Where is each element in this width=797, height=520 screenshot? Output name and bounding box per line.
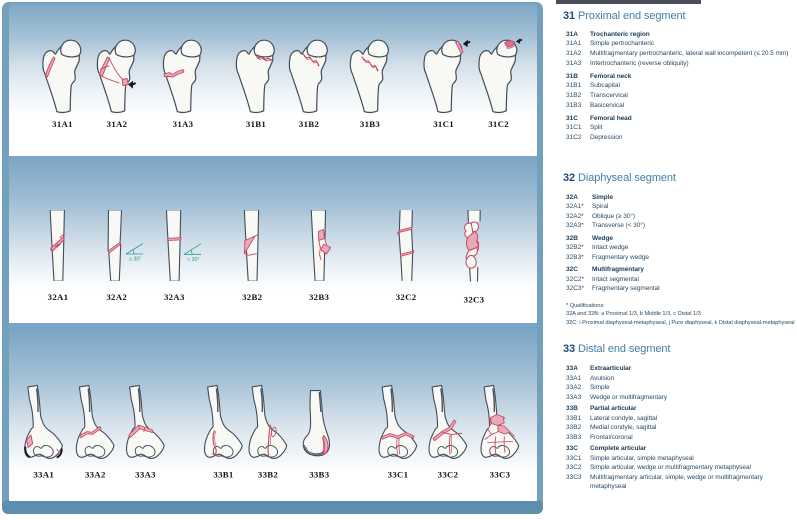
svg-text:31C1: 31C1: [433, 119, 454, 129]
svg-text:33A1: 33A1: [33, 470, 54, 480]
svg-text:32A2: 32A2: [106, 292, 127, 302]
svg-text:≥ 30°: ≥ 30°: [129, 257, 141, 263]
svg-text:32B3: 32B3: [309, 292, 330, 302]
svg-text:31A3: 31A3: [173, 119, 194, 129]
svg-text:31B3: 31B3: [360, 119, 381, 129]
svg-text:32B2: 32B2: [242, 292, 263, 302]
svg-text:31A2: 31A2: [107, 119, 128, 129]
svg-text:31A1: 31A1: [52, 119, 73, 129]
svg-text:32C2: 32C2: [396, 292, 417, 302]
svg-text:33C3: 33C3: [490, 470, 511, 480]
svg-text:32A3: 32A3: [164, 292, 185, 302]
svg-text:31B2: 31B2: [299, 119, 320, 129]
svg-text:33C1: 33C1: [388, 470, 409, 480]
svg-text:33B2: 33B2: [258, 470, 279, 480]
svg-text:31C2: 31C2: [488, 119, 509, 129]
svg-text:33C2: 33C2: [438, 470, 459, 480]
svg-text:32A1: 32A1: [48, 292, 69, 302]
svg-text:32C3: 32C3: [464, 295, 485, 305]
svg-text:< 30°: < 30°: [187, 257, 199, 263]
svg-text:33A2: 33A2: [85, 470, 106, 480]
svg-text:31B1: 31B1: [246, 119, 266, 129]
svg-text:33B1: 33B1: [213, 470, 233, 480]
svg-text:33A3: 33A3: [135, 470, 156, 480]
svg-text:33B3: 33B3: [309, 470, 330, 480]
